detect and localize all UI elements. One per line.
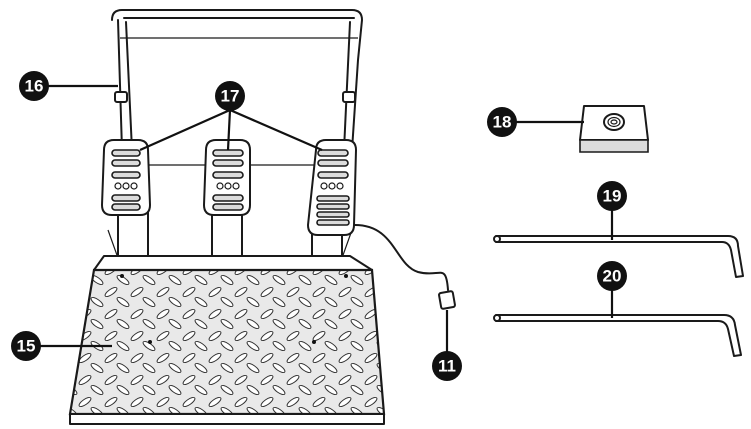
callout-19: 19: [597, 181, 627, 211]
callout-17: 17: [215, 81, 245, 111]
cable: [354, 224, 456, 310]
hex-key-short: [493, 314, 742, 357]
base-plate: [68, 255, 386, 425]
pedal-left: [101, 139, 151, 216]
callout-11-label: 11: [438, 357, 456, 376]
callout-15: 15: [11, 331, 41, 361]
callout-11: 11: [432, 351, 462, 381]
callout-18-label: 18: [493, 113, 512, 132]
pedal-middle: [203, 139, 251, 216]
callout-17-label: 17: [221, 87, 240, 106]
nut-part: [579, 105, 649, 153]
hex-key-long: [493, 235, 744, 278]
callout-20: 20: [597, 261, 627, 291]
callout-15-label: 15: [17, 337, 36, 356]
callout-19-label: 19: [603, 187, 622, 206]
callout-16: 16: [19, 71, 49, 101]
pedal-right: [307, 139, 357, 236]
callout-16-label: 16: [25, 77, 44, 96]
callout-lines: [40, 84, 614, 352]
callout-18: 18: [487, 107, 517, 137]
callout-20-label: 20: [603, 267, 622, 286]
